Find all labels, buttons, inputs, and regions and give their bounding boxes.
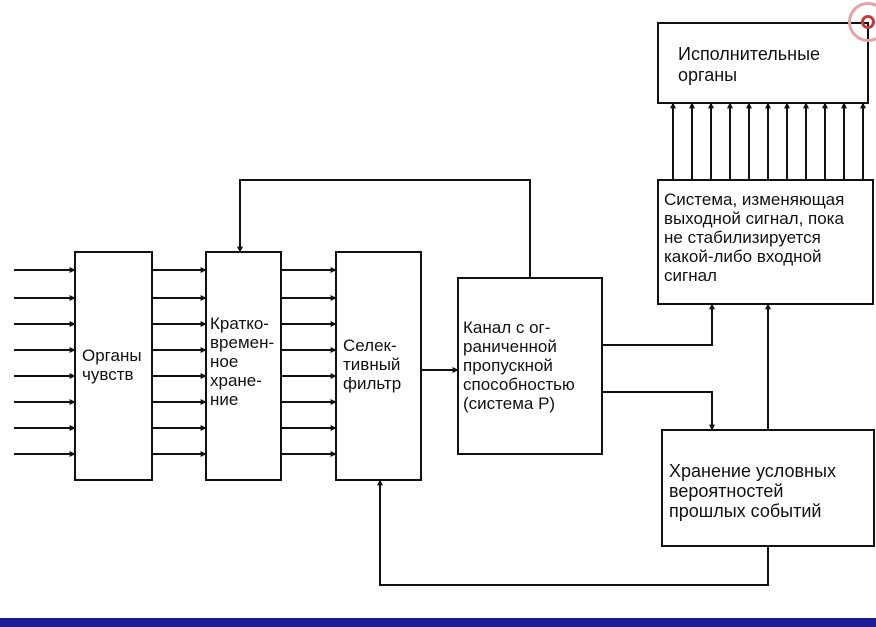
node-effectors-label: Исполнительные органы: [678, 44, 821, 85]
node-channel-box: [457, 277, 603, 455]
nodes-layer: [74, 22, 875, 547]
arrow-channel-to-memory: [602, 391, 715, 431]
arrow-channel-to-system: [602, 303, 715, 346]
arrow-memory-to-filter: [377, 479, 769, 586]
node-effectors-box: [657, 22, 869, 104]
node-stm-label: Кратко- времен- ное хране- ние: [210, 314, 275, 409]
arrow-channel-to-stm: [237, 179, 531, 278]
node-senses-label: Органы чувств: [82, 346, 142, 384]
node-system-label: Система, изменяющая выходной сигнал, пок…: [664, 190, 845, 285]
node-senses-box: [74, 251, 153, 481]
node-stm-box: [205, 251, 282, 481]
node-system-box: [657, 179, 874, 305]
edges-layer: [14, 102, 866, 586]
node-filter-box: [335, 251, 422, 481]
record-indicator-icon: [848, 2, 876, 42]
node-channel-label: Канал с ог- раниченной пропускной способ…: [463, 318, 575, 413]
node-memory-label: Хранение условных вероятностей прошлых с…: [669, 461, 836, 521]
node-memory-box: [661, 429, 875, 547]
bottom-bar: [0, 618, 876, 627]
node-filter-label: Селек- тивный фильтр: [343, 336, 402, 393]
